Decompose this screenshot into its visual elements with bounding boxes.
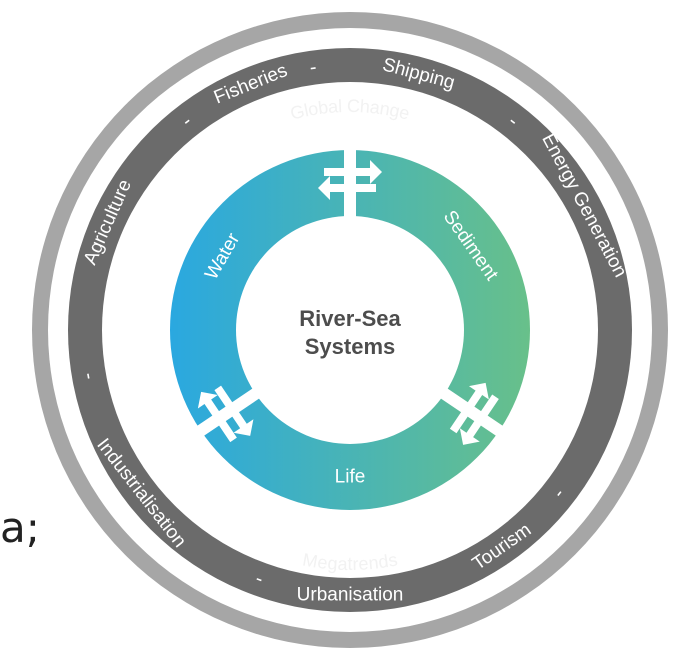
middle-ring-label-urbanisation: Urbanisation bbox=[297, 585, 404, 606]
middle-ring-separator: - bbox=[78, 371, 101, 381]
exchange-arrows-group bbox=[190, 142, 510, 445]
exchange-arrows-icon bbox=[318, 142, 382, 218]
center-title-line2: Systems bbox=[305, 334, 396, 359]
inner-ring-label-life: Life bbox=[335, 467, 366, 488]
center-title-line1: River-Sea bbox=[299, 306, 401, 331]
exchange-arrows-icon bbox=[439, 382, 510, 445]
outer-ring-bottom-label: Megatrends bbox=[301, 549, 399, 574]
partial-text-fragment: a; bbox=[0, 503, 40, 552]
middle-ring-separator: - bbox=[308, 56, 318, 79]
exchange-arrows-icon bbox=[190, 385, 261, 443]
